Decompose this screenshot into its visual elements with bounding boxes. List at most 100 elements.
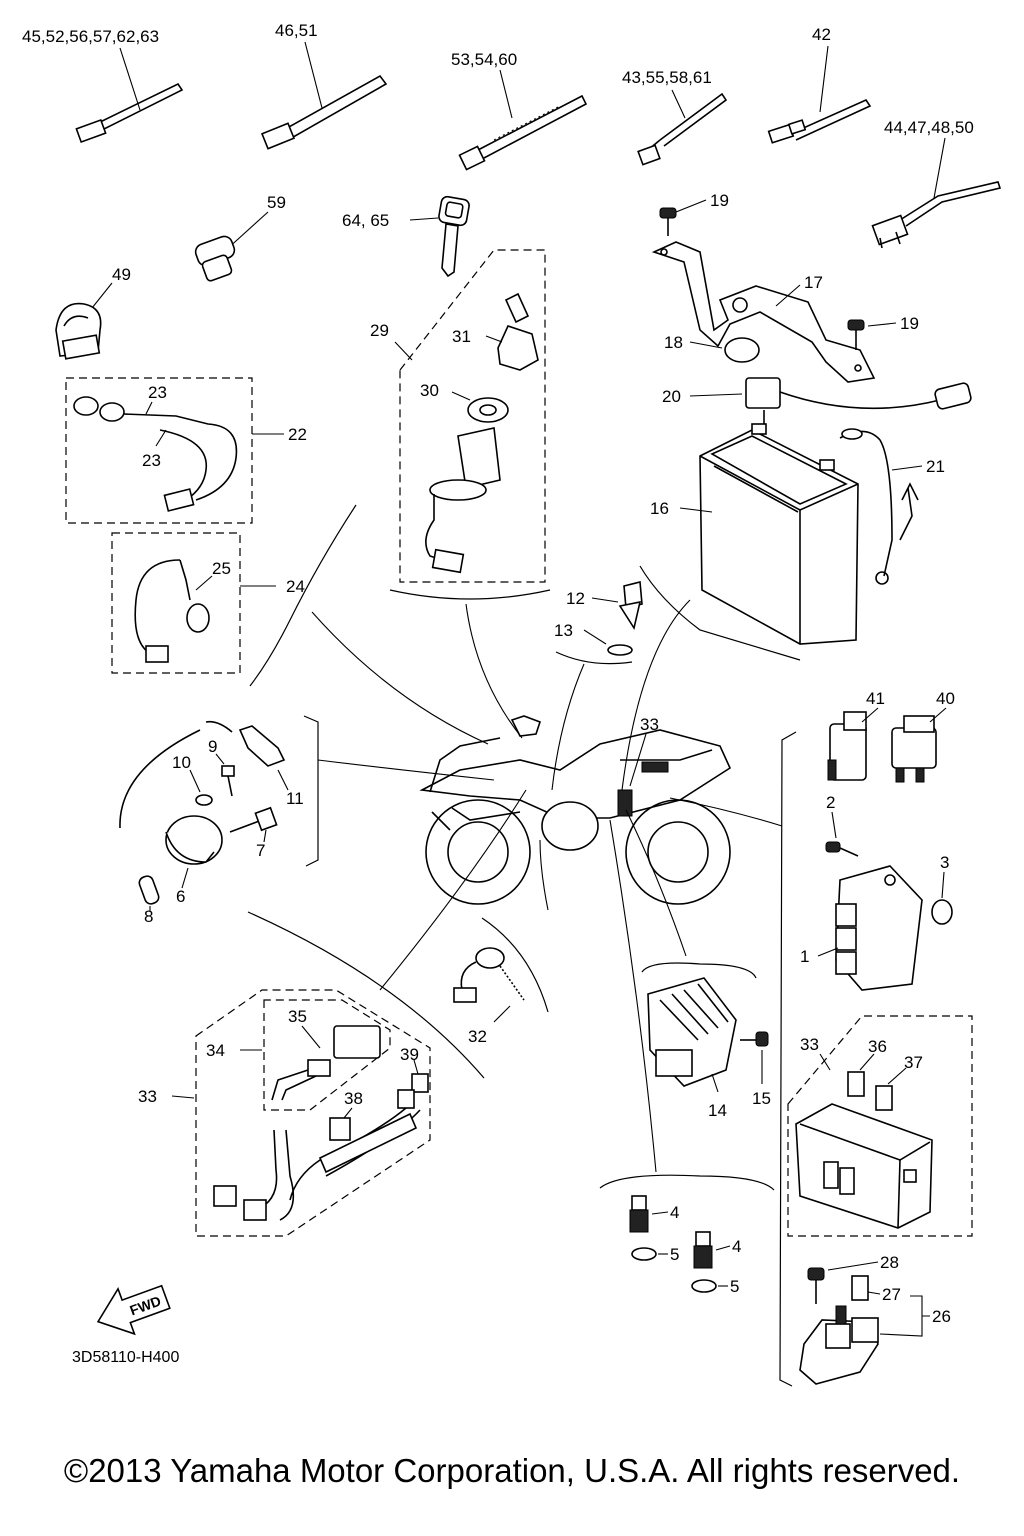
copyright-notice: ©2013 Yamaha Motor Corporation, U.S.A. A…: [63, 1452, 961, 1489]
relay-40: [891, 707, 947, 783]
diagram-code: 3D58110-H400: [72, 1349, 179, 1366]
fwd-arrow: FWD: [96, 1284, 171, 1336]
leader-6: [317, 759, 495, 781]
callout-5a: 5: [670, 1245, 679, 1264]
callout-35: 35: [288, 1007, 307, 1026]
cable-tie-44-group: [871, 137, 1002, 249]
callout-5b: 5: [730, 1277, 739, 1296]
collar-3: [931, 871, 953, 925]
callout-25: 25: [212, 559, 231, 578]
callout-40: 40: [936, 689, 955, 708]
cable-tie-43-group: [637, 89, 728, 166]
callout-18: 18: [664, 333, 683, 352]
bolt-19a: [659, 199, 707, 236]
cdi-unit-1: [817, 865, 923, 991]
leader-12: [551, 663, 585, 791]
callout-22: 22: [288, 425, 307, 444]
nut-30: [451, 391, 509, 423]
callout-16: 16: [650, 499, 669, 518]
bolt-7: [229, 806, 278, 843]
bolt-28: [807, 1261, 879, 1304]
bolt-19b: [847, 319, 897, 350]
callout-24: 24: [286, 577, 305, 596]
leader-24: [311, 611, 489, 745]
callout-10: 10: [172, 753, 191, 772]
battery-bracket-17: [651, 241, 876, 383]
battery-bracket-line: [639, 565, 801, 661]
callout-8: 8: [144, 907, 153, 926]
callout-ties-42: 42: [812, 25, 831, 44]
fuse-27: [851, 1275, 881, 1301]
callout-41: 41: [866, 689, 885, 708]
lead-wire-24: [134, 559, 276, 663]
callout-33-right: 33: [800, 1035, 819, 1054]
callout-11: 11: [286, 789, 304, 808]
battery-cable-20: [689, 377, 972, 432]
callout-21: 21: [926, 457, 945, 476]
callout-19b: 19: [900, 314, 919, 333]
damper-18: [689, 337, 760, 363]
ignition-switch-bracket: [389, 589, 551, 600]
harness-bracket: [247, 911, 485, 1079]
wire24-bracket: [249, 504, 357, 687]
callout-14: 14: [708, 1101, 727, 1120]
callout-49: 49: [112, 265, 131, 284]
leader-33left: [379, 789, 527, 991]
starter-relay-26: [799, 1295, 930, 1385]
callout-20: 20: [662, 387, 681, 406]
cable-tie-42-group: [767, 45, 872, 144]
ignition-coil-6: [119, 729, 223, 889]
callout-36: 36: [868, 1037, 887, 1056]
sensor-12: [591, 580, 643, 631]
callout-39: 39: [400, 1045, 419, 1064]
callout-27: 27: [882, 1285, 901, 1304]
switch-32: [453, 947, 525, 1023]
washer-13: [583, 629, 633, 656]
callout-4a: 4: [670, 1203, 679, 1222]
right-side-bracket: [779, 731, 797, 1387]
callout-ties-43: 43,55,58,61: [622, 68, 712, 87]
leader-32: [539, 839, 549, 911]
harness-33-box: [195, 989, 431, 1237]
callout-13: 13: [554, 621, 573, 640]
cable-tie-53-group: [458, 69, 588, 171]
callout-6: 6: [176, 887, 185, 906]
callout-33-left: 33: [138, 1087, 157, 1106]
callout-38: 38: [344, 1089, 363, 1108]
callout-26: 26: [932, 1307, 951, 1326]
washer-5b: [691, 1279, 728, 1293]
callout-1: 1: [800, 947, 809, 966]
ignition-switch-box: [399, 249, 546, 583]
lead-wire-22: [73, 396, 284, 512]
battery-cable-21: [839, 428, 923, 585]
callout-23b: 23: [142, 451, 161, 470]
callout-19a: 19: [710, 191, 729, 210]
callout-ties-53: 53,54,60: [451, 50, 517, 69]
rectifier-14: [647, 977, 737, 1093]
plug-cap-11: [205, 720, 289, 791]
callout-7: 7: [256, 841, 265, 860]
wire-harness-33: [213, 1059, 429, 1221]
sub-lead-34-box: [263, 999, 391, 1111]
relay-41: [827, 707, 879, 781]
leader-29: [465, 603, 523, 739]
callout-2: 2: [826, 793, 835, 812]
callout-12: 12: [566, 589, 585, 608]
clamp-49: [55, 282, 113, 360]
callout-ties-44: 44,47,48,50: [884, 118, 974, 137]
bolt-4b: [693, 1231, 731, 1269]
atv-vehicle: [419, 715, 732, 905]
leader-4: [609, 819, 657, 1173]
sensor-bracket: [555, 651, 633, 665]
main-switch-body: [425, 427, 501, 574]
clamp-59: [194, 211, 269, 282]
callout-59: 59: [267, 193, 286, 212]
callout-29: 29: [370, 321, 389, 340]
callout-28: 28: [880, 1253, 899, 1272]
cable-tie-45-group: [75, 47, 184, 144]
callout-4b: 4: [732, 1237, 741, 1256]
callout-15: 15: [752, 1089, 771, 1108]
sub-lead-34: [271, 1025, 381, 1101]
callout-17: 17: [804, 273, 823, 292]
